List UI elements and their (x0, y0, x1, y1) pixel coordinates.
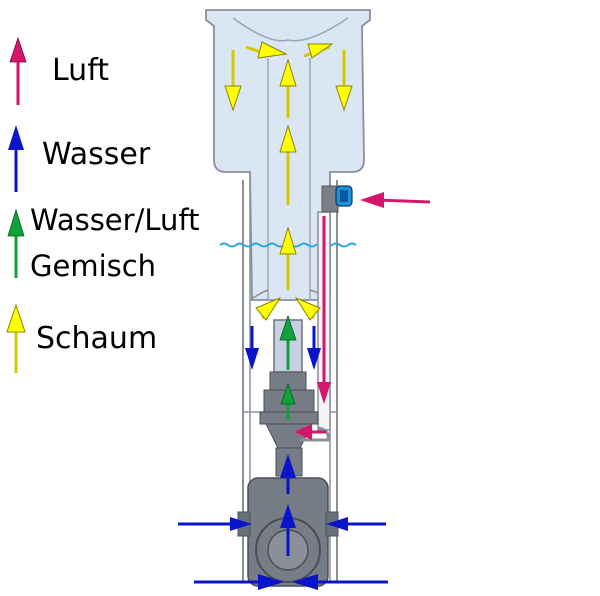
foam-arrow (279, 58, 297, 118)
legend-mix-label-line1: Wasser/Luft (30, 203, 200, 237)
legend-air-arrow (9, 36, 27, 105)
mix-arrow-lower (280, 382, 296, 420)
air-arrows (294, 192, 431, 440)
foam-arrow (294, 296, 321, 321)
water-arrows (178, 326, 388, 590)
water-arrow-pump-outlet (280, 454, 296, 494)
water-arrow-bottom-right (292, 574, 388, 590)
air-arrow-intake (360, 192, 431, 208)
foam-arrow (279, 226, 297, 290)
foam-arrow (335, 50, 353, 112)
foam-arrow (245, 41, 288, 59)
legend-mix-arrow (7, 208, 25, 278)
legend-air-label: Luft (52, 53, 109, 88)
water-arrow-down-left (245, 326, 259, 370)
legend-mix-label-line2: Gemisch (30, 249, 157, 283)
air-elbow (300, 426, 330, 442)
water-arrow-inlet-right (326, 517, 386, 531)
air-arrow-down (317, 216, 331, 404)
foam-arrow (303, 43, 334, 59)
foam-arrows (224, 41, 353, 321)
foam-arrow (279, 124, 297, 205)
water-arrow-bottom-left (194, 574, 284, 590)
legend-foam-label: Schaum (36, 321, 158, 356)
legend-water-label: Wasser (42, 137, 151, 172)
air-arrow-inject (294, 424, 326, 440)
water-arrow-inlet-left (178, 517, 252, 531)
riser-tube (232, 17, 349, 300)
legend-foam-arrow (6, 303, 26, 373)
water-arrow-pump-up (280, 504, 296, 556)
air-valve-icon (335, 185, 353, 207)
water-arrow-down-right (307, 326, 321, 370)
foam-arrow (255, 296, 282, 321)
mix-arrow-upper (279, 314, 297, 370)
foam-arrow (224, 50, 242, 112)
mix-arrows (279, 314, 297, 420)
legend-water-arrow (8, 125, 24, 192)
